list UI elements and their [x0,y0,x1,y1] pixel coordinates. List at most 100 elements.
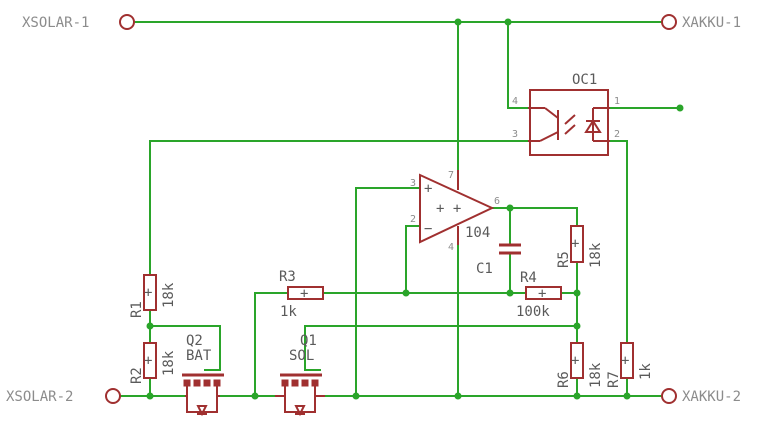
q1-pad-3 [301,379,309,387]
r7-value: 1k [638,363,654,380]
q1-diode-icon [294,405,306,417]
r3-plus: + [300,286,308,302]
oc1-pin3: 3 [512,129,518,140]
terminal-ring [661,14,677,30]
r2-body [143,342,157,379]
r7-body [620,342,634,379]
opamp-value: 104 [465,225,490,241]
terminal-xsolar1: XSOLAR-1 [22,14,135,31]
q2-pad-3 [203,379,211,387]
c1-name: C1 [476,261,493,277]
r1-name: R1 [129,301,145,318]
q1-pad-2 [291,379,299,387]
opamp-minus: − [424,221,432,237]
junction-dot [573,289,581,297]
opamp-pin3: 3 [410,178,416,189]
r2-plus: + [144,353,152,369]
oc1-pin4: 4 [512,96,518,107]
q2-name: Q2 [186,333,203,349]
resistor-r3: + R3 1k [279,269,324,320]
resistor-r1: + R1 18k [129,274,177,318]
r3-value: 1k [280,304,297,320]
terminal-label: XSOLAR-2 [6,389,73,405]
junction-dot [146,392,154,400]
r7-name: R7 [606,371,622,388]
r3-name: R3 [279,269,296,285]
r6-plus: + [571,353,579,369]
r4-body [525,286,562,300]
r2-name: R2 [129,367,145,384]
q1-pad-1 [281,379,289,387]
resistor-r7: + R7 1k [606,342,654,388]
oc1-name: OC1 [572,72,597,88]
wire-opamp-pin2 [405,225,421,294]
opamp-pin7: 7 [448,170,454,181]
junction-dot [146,322,154,330]
wire-r3-left [254,292,289,397]
r1-plus: + [144,285,152,301]
opamp-pin2: 2 [410,214,416,225]
q2-diode-icon [196,405,208,417]
terminal-xsolar2: XSOLAR-2 [6,388,121,405]
junction-dot [402,289,410,297]
q2-pad-2 [193,379,201,387]
r1-value: 18k [161,282,177,308]
junction-dot [352,392,360,400]
opamp-inner-plus: + + [436,201,461,217]
r3-body [287,286,324,300]
terminal-label: XAKKU-1 [682,15,741,31]
resistor-r6: + R6 18k [556,342,604,388]
junction-dot [506,289,514,297]
terminal-label: XSOLAR-1 [22,15,89,31]
terminal-ring [661,388,677,404]
junction-dot [251,392,259,400]
terminal-label: XAKKU-2 [682,389,741,405]
optocoupler-oc1: OC1 4 3 1 2 [512,72,620,156]
transistor-q2: Q2 BAT [182,333,224,417]
oc1-led-icon [584,119,602,133]
resistor-r4: + R4 100k [516,270,562,320]
transistor-q1: Q1 SOL [275,333,325,417]
r4-value: 100k [516,304,550,320]
r5-plus: + [571,236,579,252]
opamp-104: + − + + 104 3 2 7 4 6 [410,170,500,253]
wire-oc1-pin4 [507,21,529,109]
junction-dot [676,104,684,112]
q1-pad-4 [311,379,319,387]
oc1-pin1: 1 [614,96,620,107]
r6-value: 18k [588,362,604,388]
junction-dot [623,392,631,400]
junction-dot [454,18,462,26]
oc1-pin2: 2 [614,129,620,140]
r2-value: 18k [161,350,177,376]
wire-q1-gate [304,325,578,371]
q1-value: SOL [289,348,314,364]
junction-dot [454,392,462,400]
opamp-pin4: 4 [448,242,454,253]
r1-body [143,274,157,311]
r4-name: R4 [520,270,537,286]
junction-dot [504,18,512,26]
terminal-ring [119,14,135,30]
wire-oc1-pin3 [149,140,529,276]
resistor-r5: + R5 18k [556,225,604,268]
r4-plus: + [538,286,546,302]
q2-value: BAT [186,348,212,364]
capacitor-c1: C1 [476,243,521,277]
opamp-triangle [419,173,495,244]
oc1-body [529,89,609,156]
junction-dot [506,204,514,212]
junction-dot [573,322,581,330]
wire-opamp-out [491,207,578,227]
terminal-xakku1: XAKKU-1 [661,14,741,31]
r5-name: R5 [556,251,572,268]
r6-name: R6 [556,371,572,388]
junctions [146,18,684,400]
r5-value: 18k [588,242,604,268]
terminal-ring [105,388,121,404]
junction-dot [573,392,581,400]
wire-q2-gate [149,325,221,371]
terminal-xakku2: XAKKU-2 [661,388,741,405]
q2-pad-1 [183,379,191,387]
